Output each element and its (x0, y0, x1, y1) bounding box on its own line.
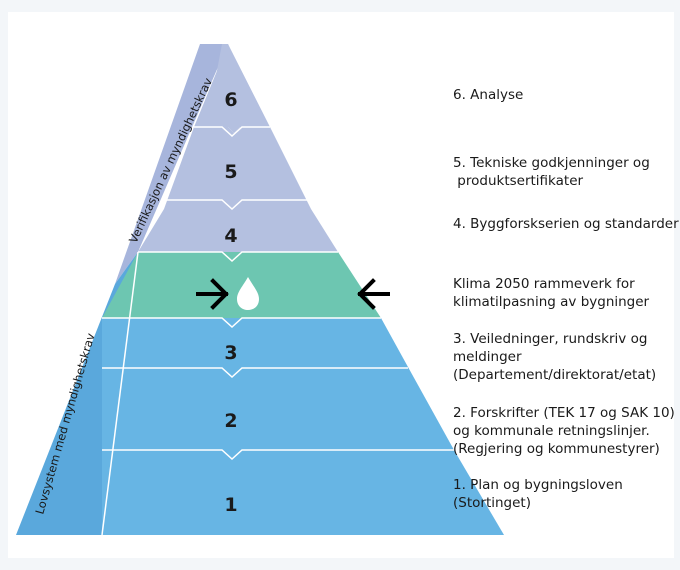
tier-1-number: 1 (224, 494, 237, 516)
separator-5-4 (164, 199, 307, 211)
separator-2-1 (102, 449, 454, 461)
tier-2 (102, 367, 454, 450)
label-level-1: 1. Plan og bygningsloven (Stortinget) (453, 477, 623, 511)
label-climate: Klima 2050 rammeverk for klimatilpasning… (453, 276, 650, 310)
label-level-2: 2. Forskrifter (TEK 17 og SAK 10) og kom… (453, 405, 675, 457)
label-level-3: 3. Veiledninger, rundskriv og meldinger … (453, 331, 657, 383)
tier-3-number: 3 (224, 342, 237, 364)
tier-climate (102, 252, 381, 318)
tier-4-number: 4 (224, 225, 237, 247)
verification-side-face (115, 44, 228, 284)
outer-arrow-icon (357, 278, 390, 310)
tier-6-number: 6 (224, 89, 237, 111)
tier-1 (102, 450, 504, 535)
tier-3 (102, 318, 408, 367)
pyramid-diagram: 6 5 4 3 2 1 Verifikasjon av myndighetskr… (16, 44, 504, 536)
side-divider (101, 251, 139, 536)
tier-5-number: 5 (224, 161, 237, 183)
separator-climate-3 (102, 317, 381, 329)
label-level-4: 4. Byggforskserien og standarder (453, 216, 679, 232)
separator-6-5 (194, 126, 270, 138)
tier-4 (138, 209, 338, 252)
label-level-6: 6. Analyse (453, 87, 524, 103)
separator-3-2 (102, 367, 408, 379)
water-drop-icon (237, 277, 259, 310)
tier-6-fill (194, 44, 270, 133)
diagram-canvas: 6 5 4 3 2 1 Verifikasjon av myndighetskr… (8, 12, 679, 558)
separator-4-climate (138, 251, 338, 263)
tier-5 (164, 127, 311, 209)
label-level-5: 5. Tekniske godkjenninger og produktsert… (453, 155, 650, 189)
tier-2-number: 2 (224, 410, 237, 432)
inner-arrow-icon (196, 278, 229, 310)
